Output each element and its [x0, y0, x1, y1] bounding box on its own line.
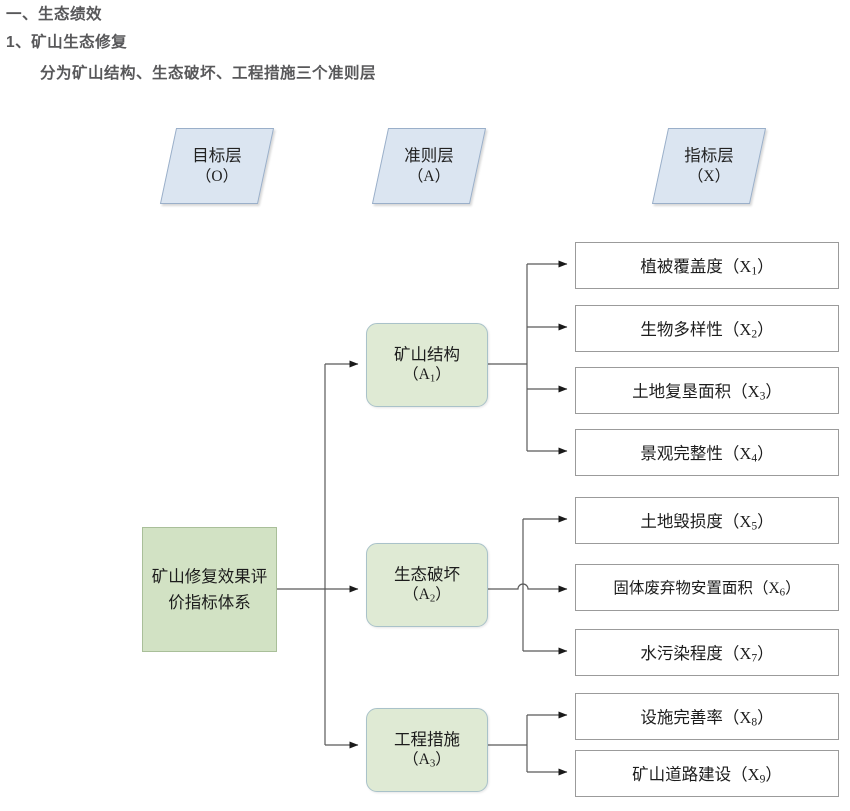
criteria-node-a2[interactable]: 生态破坏 （A2）	[366, 543, 488, 627]
criteria-node-a2-code: （A2）	[403, 585, 451, 605]
layer-header-indicator: 指标层 （X）	[651, 128, 767, 204]
layer-header-indicator-code: （X）	[687, 167, 731, 185]
indicator-node-x3[interactable]: 土地复垦面积（X3）	[575, 367, 839, 414]
heading-line-description: 分为矿山结构、生态破坏、工程措施三个准则层	[40, 65, 377, 82]
layer-header-criteria: 准则层 （A）	[371, 128, 487, 204]
indicator-node-x6[interactable]: 固体废弃物安置面积（X6）	[575, 564, 839, 611]
indicator-node-x7-label: 水污染程度（X7）	[640, 644, 774, 665]
criteria-node-a1-title: 矿山结构	[394, 344, 460, 364]
indicator-node-x4-label: 景观完整性（X4）	[640, 444, 774, 465]
goal-node[interactable]: 矿山修复效果评价指标体系	[142, 527, 277, 652]
criteria-node-a1[interactable]: 矿山结构 （A1）	[366, 323, 488, 407]
criteria-node-a3-title: 工程措施	[394, 729, 460, 749]
criteria-node-a3[interactable]: 工程措施 （A3）	[366, 708, 488, 792]
layer-header-indicator-title: 指标层	[684, 146, 734, 166]
goal-node-label: 矿山修复效果评价指标体系	[151, 566, 268, 612]
indicator-node-x7[interactable]: 水污染程度（X7）	[575, 629, 839, 676]
layer-header-goal-title: 目标层	[192, 146, 242, 166]
indicator-node-x8[interactable]: 设施完善率（X8）	[575, 693, 839, 740]
indicator-node-x5[interactable]: 土地毁损度（X5）	[575, 497, 839, 544]
layer-header-goal-code: （O）	[195, 167, 239, 185]
heading-line-subsection: 1、矿山生态修复	[6, 34, 128, 51]
indicator-node-x1-label: 植被覆盖度（X1）	[640, 257, 774, 278]
wire-a2-to-trunk	[486, 583, 568, 593]
indicator-node-x2-label: 生物多样性（X2）	[640, 320, 774, 341]
criteria-node-a1-code: （A1）	[403, 365, 451, 385]
layer-header-criteria-code: （A）	[407, 167, 451, 185]
layer-header-criteria-title: 准则层	[404, 146, 454, 166]
indicator-node-x8-label: 设施完善率（X8）	[640, 708, 774, 729]
indicator-node-x9-label: 矿山道路建设（X9）	[632, 765, 782, 786]
heading-line-section: 一、生态绩效	[6, 6, 103, 23]
indicator-node-x1[interactable]: 植被覆盖度（X1）	[575, 242, 839, 289]
layer-header-goal: 目标层 （O）	[159, 128, 275, 204]
indicator-node-x6-label: 固体废弃物安置面积（X6）	[613, 580, 801, 599]
indicator-node-x2[interactable]: 生物多样性（X2）	[575, 305, 839, 352]
indicator-node-x9[interactable]: 矿山道路建设（X9）	[575, 750, 839, 797]
indicator-node-x3-label: 土地复垦面积（X3）	[632, 382, 782, 403]
criteria-node-a3-code: （A3）	[403, 750, 451, 770]
criteria-node-a2-title: 生态破坏	[394, 564, 460, 584]
indicator-node-x5-label: 土地毁损度（X5）	[640, 512, 774, 533]
indicator-node-x4[interactable]: 景观完整性（X4）	[575, 429, 839, 476]
